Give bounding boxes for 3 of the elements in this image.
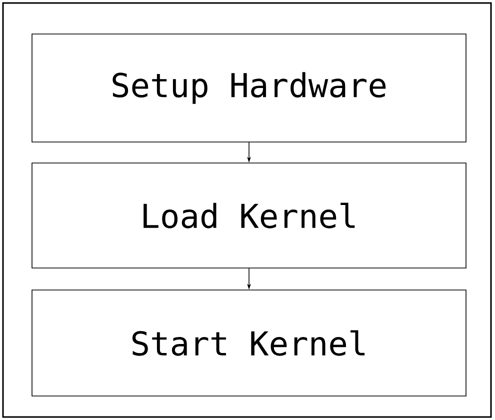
process-box: Setup Hardware (32, 34, 466, 142)
process-box: Load Kernel (32, 162, 466, 268)
process-box: Start Kernel (32, 290, 466, 396)
